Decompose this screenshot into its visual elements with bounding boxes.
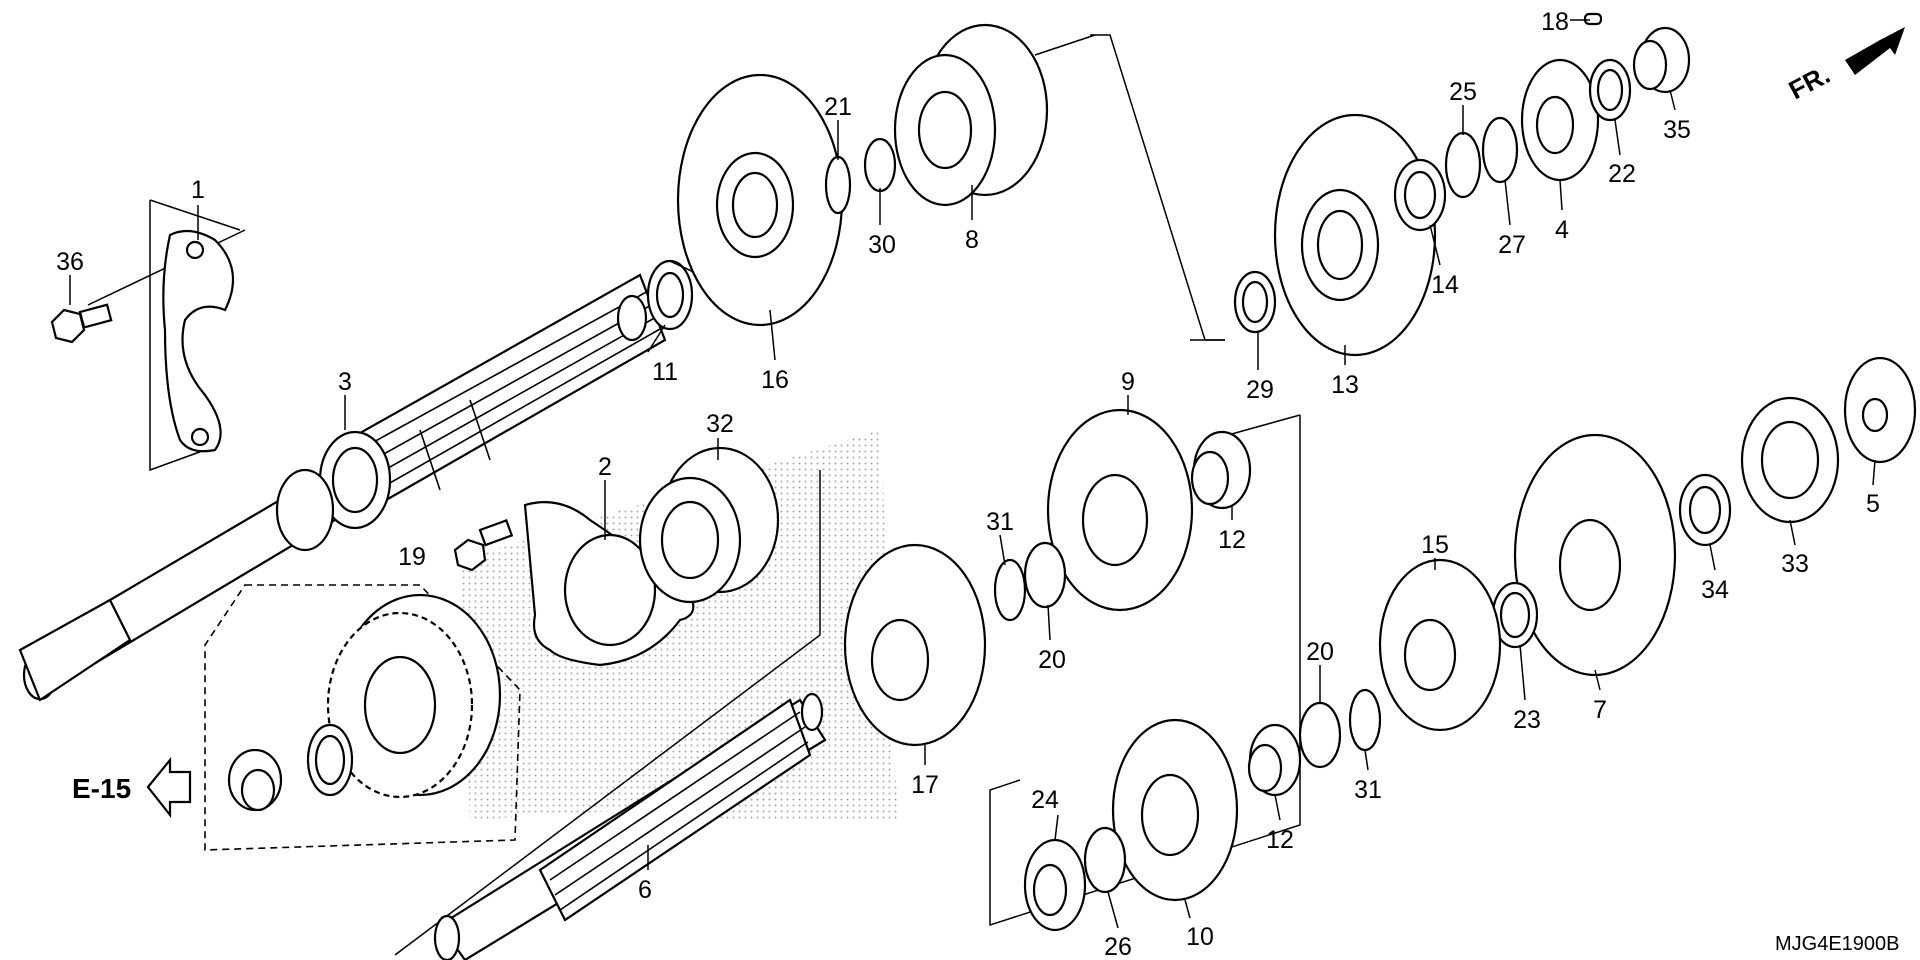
callout-7: 7 [1593,696,1607,724]
assembly-guide-lines [87,34,1301,956]
callout-9: 9 [1121,368,1135,396]
front-direction-label: FR. [1784,59,1835,105]
circlip-30 [863,137,897,193]
callout-4: 4 [1555,216,1569,244]
dowel-pin-18 [1583,12,1603,26]
bolt-36 [50,303,113,344]
callout-29: 29 [1246,376,1274,404]
washer-22 [1588,58,1632,122]
gear-17 [843,543,987,747]
lock-washer-24 [1023,838,1087,932]
bushing-11 [646,259,701,331]
callout-32: 32 [706,410,734,438]
washer-23 [1491,581,1539,649]
washer-20-lower [1298,701,1342,769]
callout-1: 1 [191,176,205,204]
callout-35: 35 [1663,116,1691,144]
holder-opening [563,533,657,647]
circlip-31-lower [1348,688,1382,752]
callout-27: 27 [1498,231,1526,259]
front-arrow [1845,27,1905,75]
callout-21: 21 [824,93,852,121]
gear-15 [1378,558,1502,732]
countershaft [433,692,827,960]
callout-10: 10 [1186,923,1214,951]
gear-7 [1513,433,1677,677]
callout-34: 34 [1701,576,1729,604]
mainshaft-bearing [275,430,392,552]
callout-20-lower: 20 [1306,638,1334,666]
callout-8: 8 [965,226,979,254]
plate-hole [190,427,210,447]
needle-bearing-34 [1678,473,1732,547]
callout-17: 17 [911,771,939,799]
callout-19: 19 [398,543,426,571]
primary-driven-gear [326,593,502,799]
stopper-plate-1 [162,229,235,453]
callout-36: 36 [56,248,84,276]
callout-30: 30 [868,231,896,259]
washer-25 [1444,131,1482,199]
callout-14: 14 [1431,271,1459,299]
washer-27 [1481,116,1519,184]
callout-23: 23 [1513,706,1541,734]
washer-20-upper [1023,541,1067,609]
bolt-19 [453,519,514,572]
washer-26 [1083,826,1127,894]
bearing-32 [638,446,780,604]
callout-18: 18 [1541,8,1569,36]
callout-24: 24 [1031,786,1059,814]
seal-5 [1843,356,1917,464]
washer-box [306,723,354,797]
gear-13 [1273,113,1437,357]
leader-lines [69,19,1876,929]
plate-hole [185,240,205,260]
callout-12-upper: 12 [1218,526,1246,554]
callout-31-lower: 31 [1354,776,1382,804]
reference-label: E-15 [72,773,131,804]
washer-21 [824,155,852,215]
gear-9 [1046,408,1194,612]
bushing-12-upper [1190,430,1252,510]
callout-11: 11 [652,358,678,386]
bushing-12-lower [1247,723,1302,797]
gear-16 [676,73,844,327]
gear-4 [1520,58,1600,182]
callout-16: 16 [761,366,789,394]
lock-nut [227,748,283,812]
circlip-31-upper [993,558,1027,622]
callout-15: 15 [1421,531,1449,559]
washer-29 [1233,270,1277,334]
bearing-33 [1740,396,1840,524]
callout-26: 26 [1104,933,1132,960]
gear-10 [1111,718,1239,902]
callout-22: 22 [1608,160,1636,188]
callout-31-upper: 31 [986,508,1014,536]
callout-3: 3 [338,368,352,396]
needle-bearing-35 [1632,26,1691,94]
reference-arrow [146,756,192,819]
callout-25: 25 [1449,78,1477,106]
reference-boundary [204,584,521,851]
callout-13: 13 [1331,371,1359,399]
callout-20-upper: 20 [1038,646,1066,674]
callout-2: 2 [598,453,612,481]
callout-labels: 1 2 3 4 5 6 7 8 9 10 11 12 12 13 14 15 1… [56,8,1899,960]
callout-6: 6 [638,876,652,904]
callout-12-lower: 12 [1266,826,1294,854]
callout-5: 5 [1866,490,1880,518]
diagram-code: MJG4E1900B [1775,933,1900,955]
callout-33: 33 [1781,550,1809,578]
bushing-14 [1393,158,1447,232]
gear-8 [893,23,1049,207]
